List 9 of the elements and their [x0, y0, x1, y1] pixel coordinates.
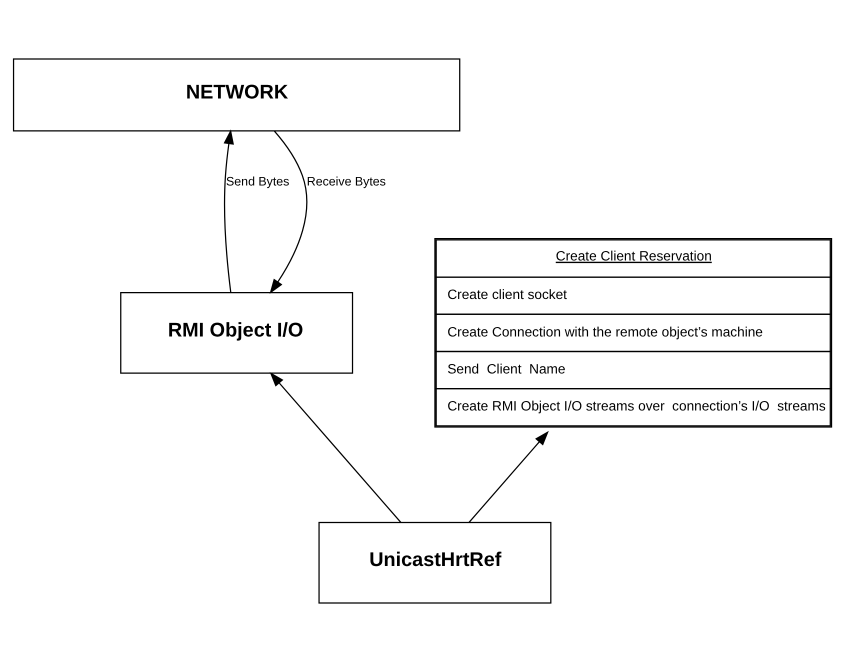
- arrow: [468, 430, 549, 523]
- arrow: [270, 130, 308, 294]
- edge-label: Receive Bytes: [306, 174, 386, 188]
- arrow: [224, 129, 234, 293]
- arrow: [270, 372, 402, 523]
- edge-label: Send Bytes: [226, 174, 290, 188]
- node-box: RMI Object I/O: [120, 292, 354, 374]
- node-box: UnicastHrtRef: [318, 522, 552, 604]
- node-box: NETWORK: [12, 58, 460, 132]
